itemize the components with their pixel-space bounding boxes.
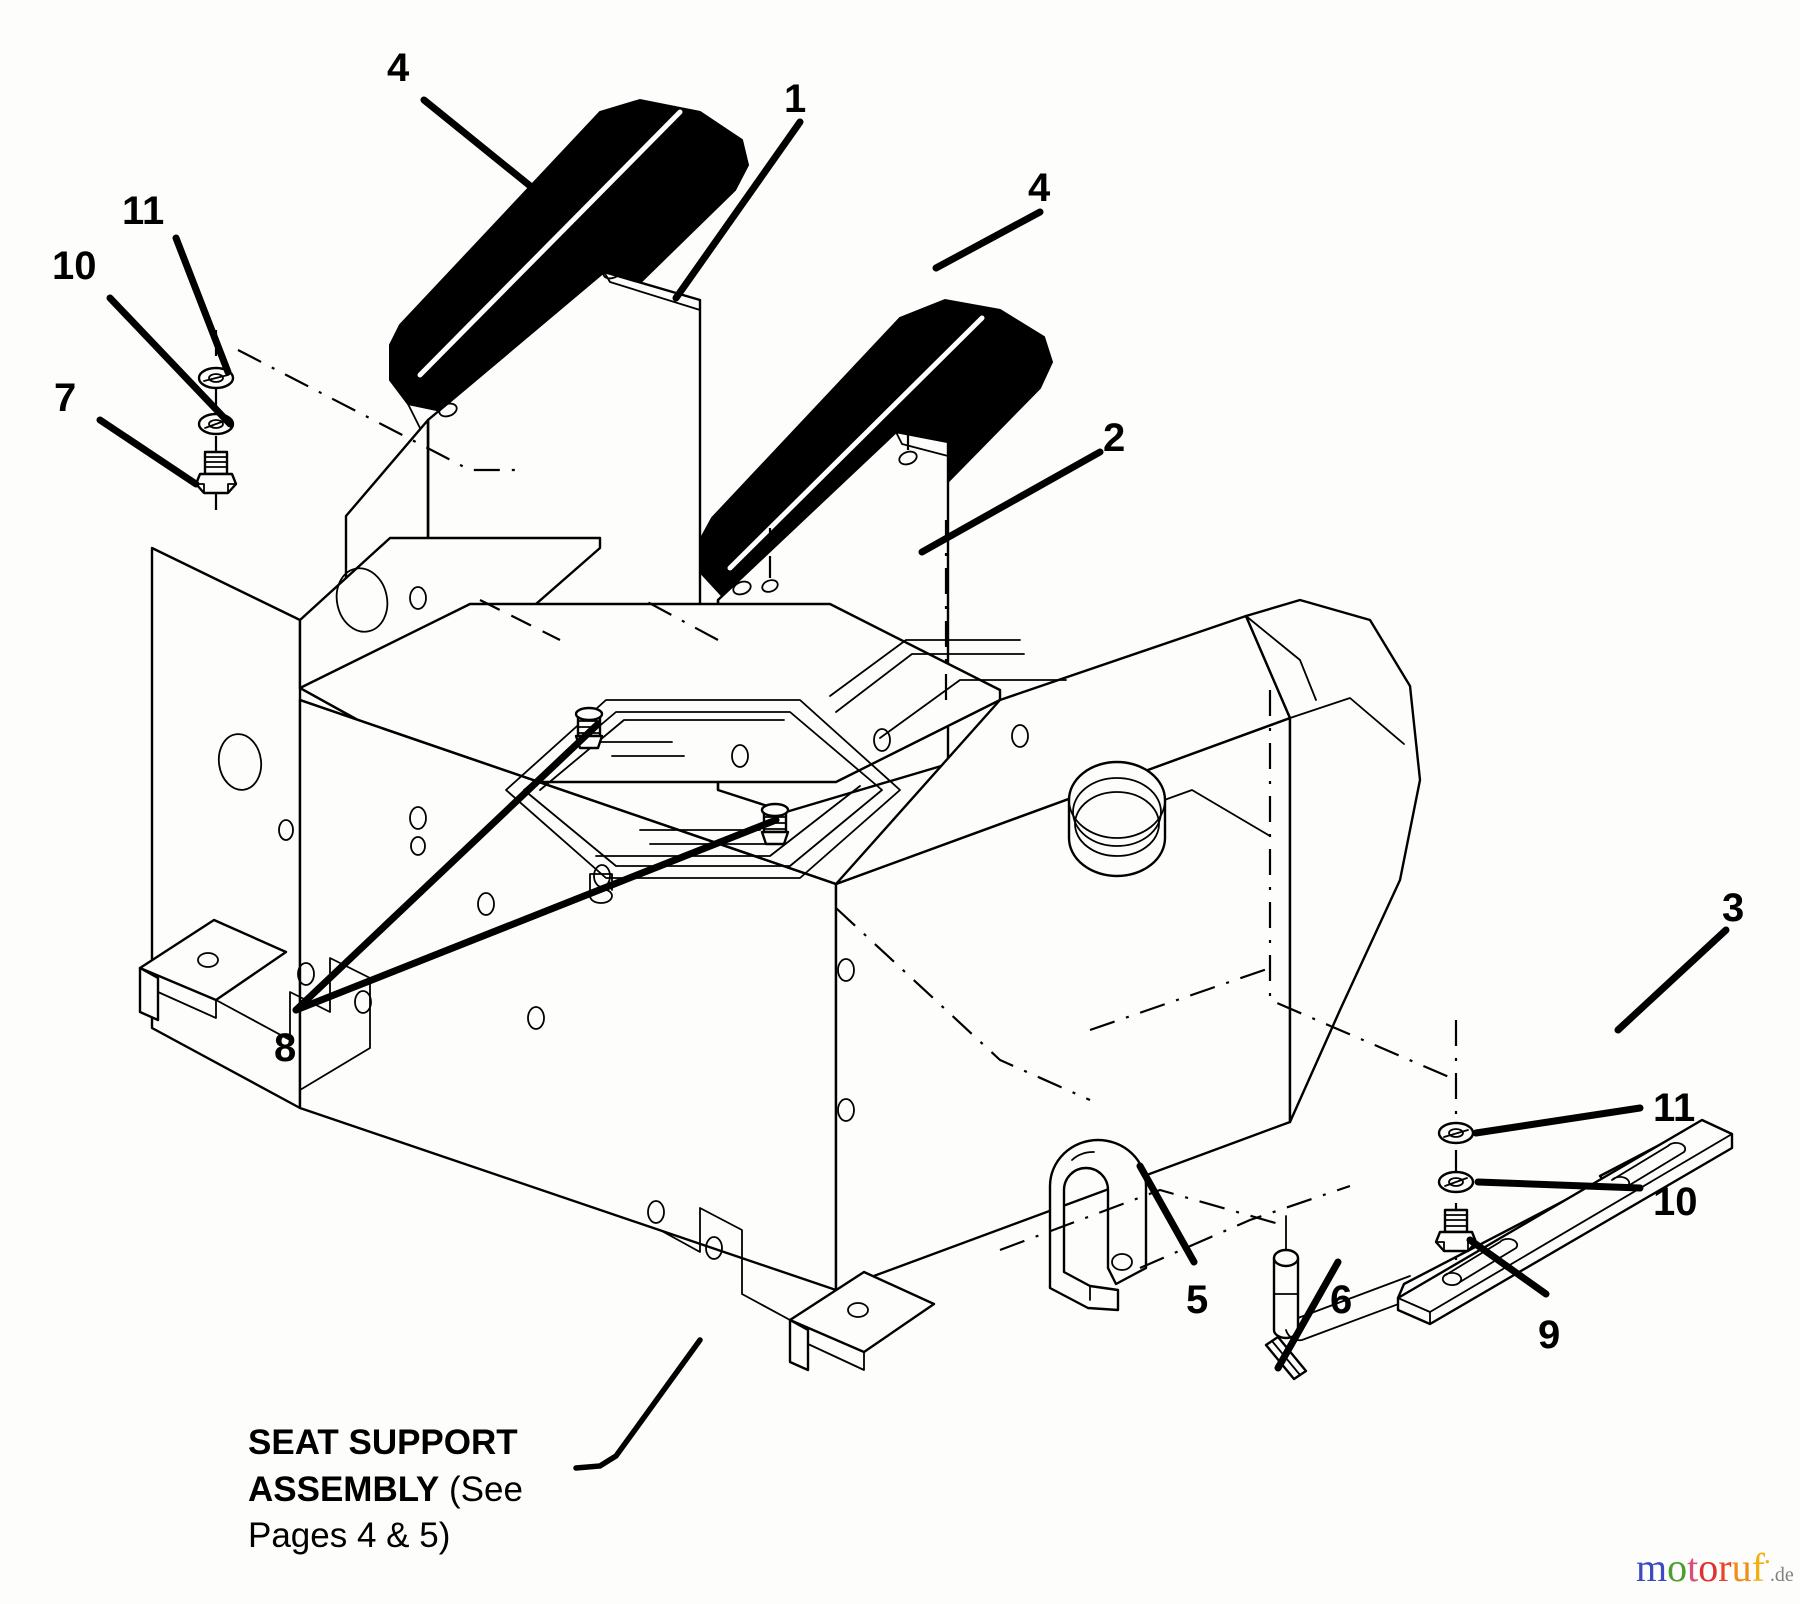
lock-washer-upper bbox=[197, 366, 235, 390]
alignment-centerlines bbox=[237, 349, 1457, 1270]
watermark-letter-5: u bbox=[1731, 1545, 1752, 1590]
seat-support-assembly-note: SEAT SUPPORT ASSEMBLY (See Pages 4 & 5) bbox=[248, 1420, 678, 1560]
callout-6: 6 bbox=[1330, 1278, 1353, 1322]
callout-8: 8 bbox=[274, 1026, 297, 1070]
callout-11-bottom: 11 bbox=[1653, 1086, 1696, 1130]
lower-hardware-stack bbox=[1434, 1020, 1478, 1260]
assembly-note-line1: SEAT SUPPORT bbox=[248, 1423, 518, 1462]
callout-9: 9 bbox=[1538, 1313, 1561, 1357]
watermark-tld: .de bbox=[1769, 1564, 1794, 1586]
callout-1: 1 bbox=[784, 77, 807, 121]
watermark-dot-icon: • bbox=[1764, 1555, 1770, 1571]
callout-7: 7 bbox=[54, 376, 77, 420]
strap-slot-left bbox=[1441, 1237, 1519, 1287]
callout-4-left: 4 bbox=[387, 46, 410, 90]
watermark-letter-6: f bbox=[1751, 1545, 1765, 1590]
slotted-link-strap bbox=[1396, 1118, 1734, 1326]
watermark-letter-4: r bbox=[1718, 1545, 1732, 1590]
assembly-note-see: (See bbox=[439, 1469, 523, 1509]
leader-lines bbox=[96, 96, 1730, 1471]
motoruf-watermark-logo: motoruf•.de bbox=[1636, 1548, 1794, 1588]
left-mount-bracket bbox=[138, 918, 288, 1022]
hex-bolt-upper bbox=[194, 450, 238, 495]
seat-support-assembly bbox=[138, 536, 1422, 1372]
flat-washer-lower bbox=[1437, 1170, 1475, 1194]
fuel-filler-neck bbox=[1067, 760, 1167, 878]
callout-11-top: 11 bbox=[122, 189, 165, 233]
callout-4-right: 4 bbox=[1028, 166, 1051, 210]
watermark-letter-2: t bbox=[1687, 1545, 1699, 1590]
callout-5: 5 bbox=[1186, 1278, 1209, 1322]
assembly-note-line2: ASSEMBLY bbox=[248, 1469, 440, 1509]
callout-3: 3 bbox=[1722, 886, 1745, 930]
strap-slot-right bbox=[1611, 1141, 1687, 1187]
callout-2: 2 bbox=[1103, 416, 1126, 460]
right-mount-bracket bbox=[788, 1270, 936, 1372]
watermark-letter-3: o bbox=[1698, 1545, 1719, 1590]
assembly-note-line3: Pages 4 & 5) bbox=[248, 1516, 451, 1556]
watermark-letter-0: m bbox=[1636, 1545, 1668, 1590]
lock-washer-lower bbox=[1437, 1121, 1475, 1145]
left-armrest-pad bbox=[389, 98, 750, 443]
callout-10-top: 10 bbox=[52, 244, 97, 288]
callout-10-bottom: 10 bbox=[1653, 1180, 1698, 1224]
watermark-letter-1: o bbox=[1667, 1545, 1688, 1590]
